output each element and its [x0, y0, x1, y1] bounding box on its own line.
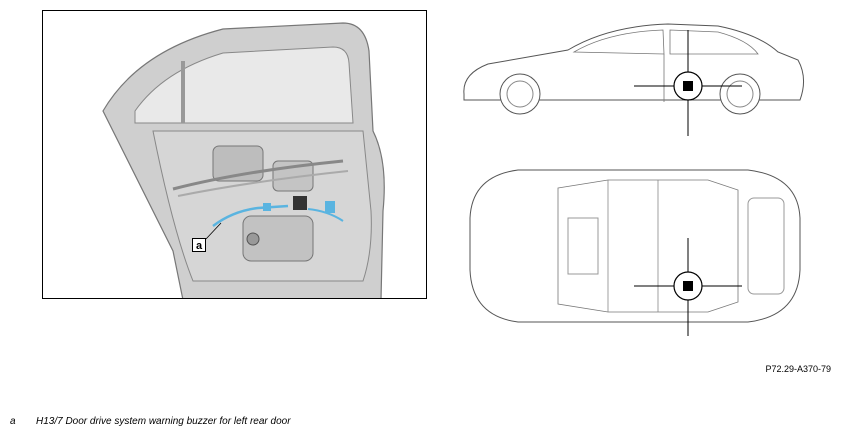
locator-marker-side [634, 30, 742, 136]
rear-door-illustration [102, 22, 385, 298]
vehicle-side-view [463, 23, 804, 136]
legend-key: a [10, 416, 16, 427]
figure-id: P72.29-A370-79 [765, 364, 831, 374]
legend: a H13/7 Door drive system warning buzzer … [10, 416, 291, 427]
callout-a: a [192, 238, 206, 252]
vehicle-top-view [469, 169, 801, 336]
legend-text: H13/7 Door drive system warning buzzer f… [36, 416, 291, 427]
locator-marker-top [634, 238, 742, 336]
door-detail-panel: a [42, 10, 427, 299]
